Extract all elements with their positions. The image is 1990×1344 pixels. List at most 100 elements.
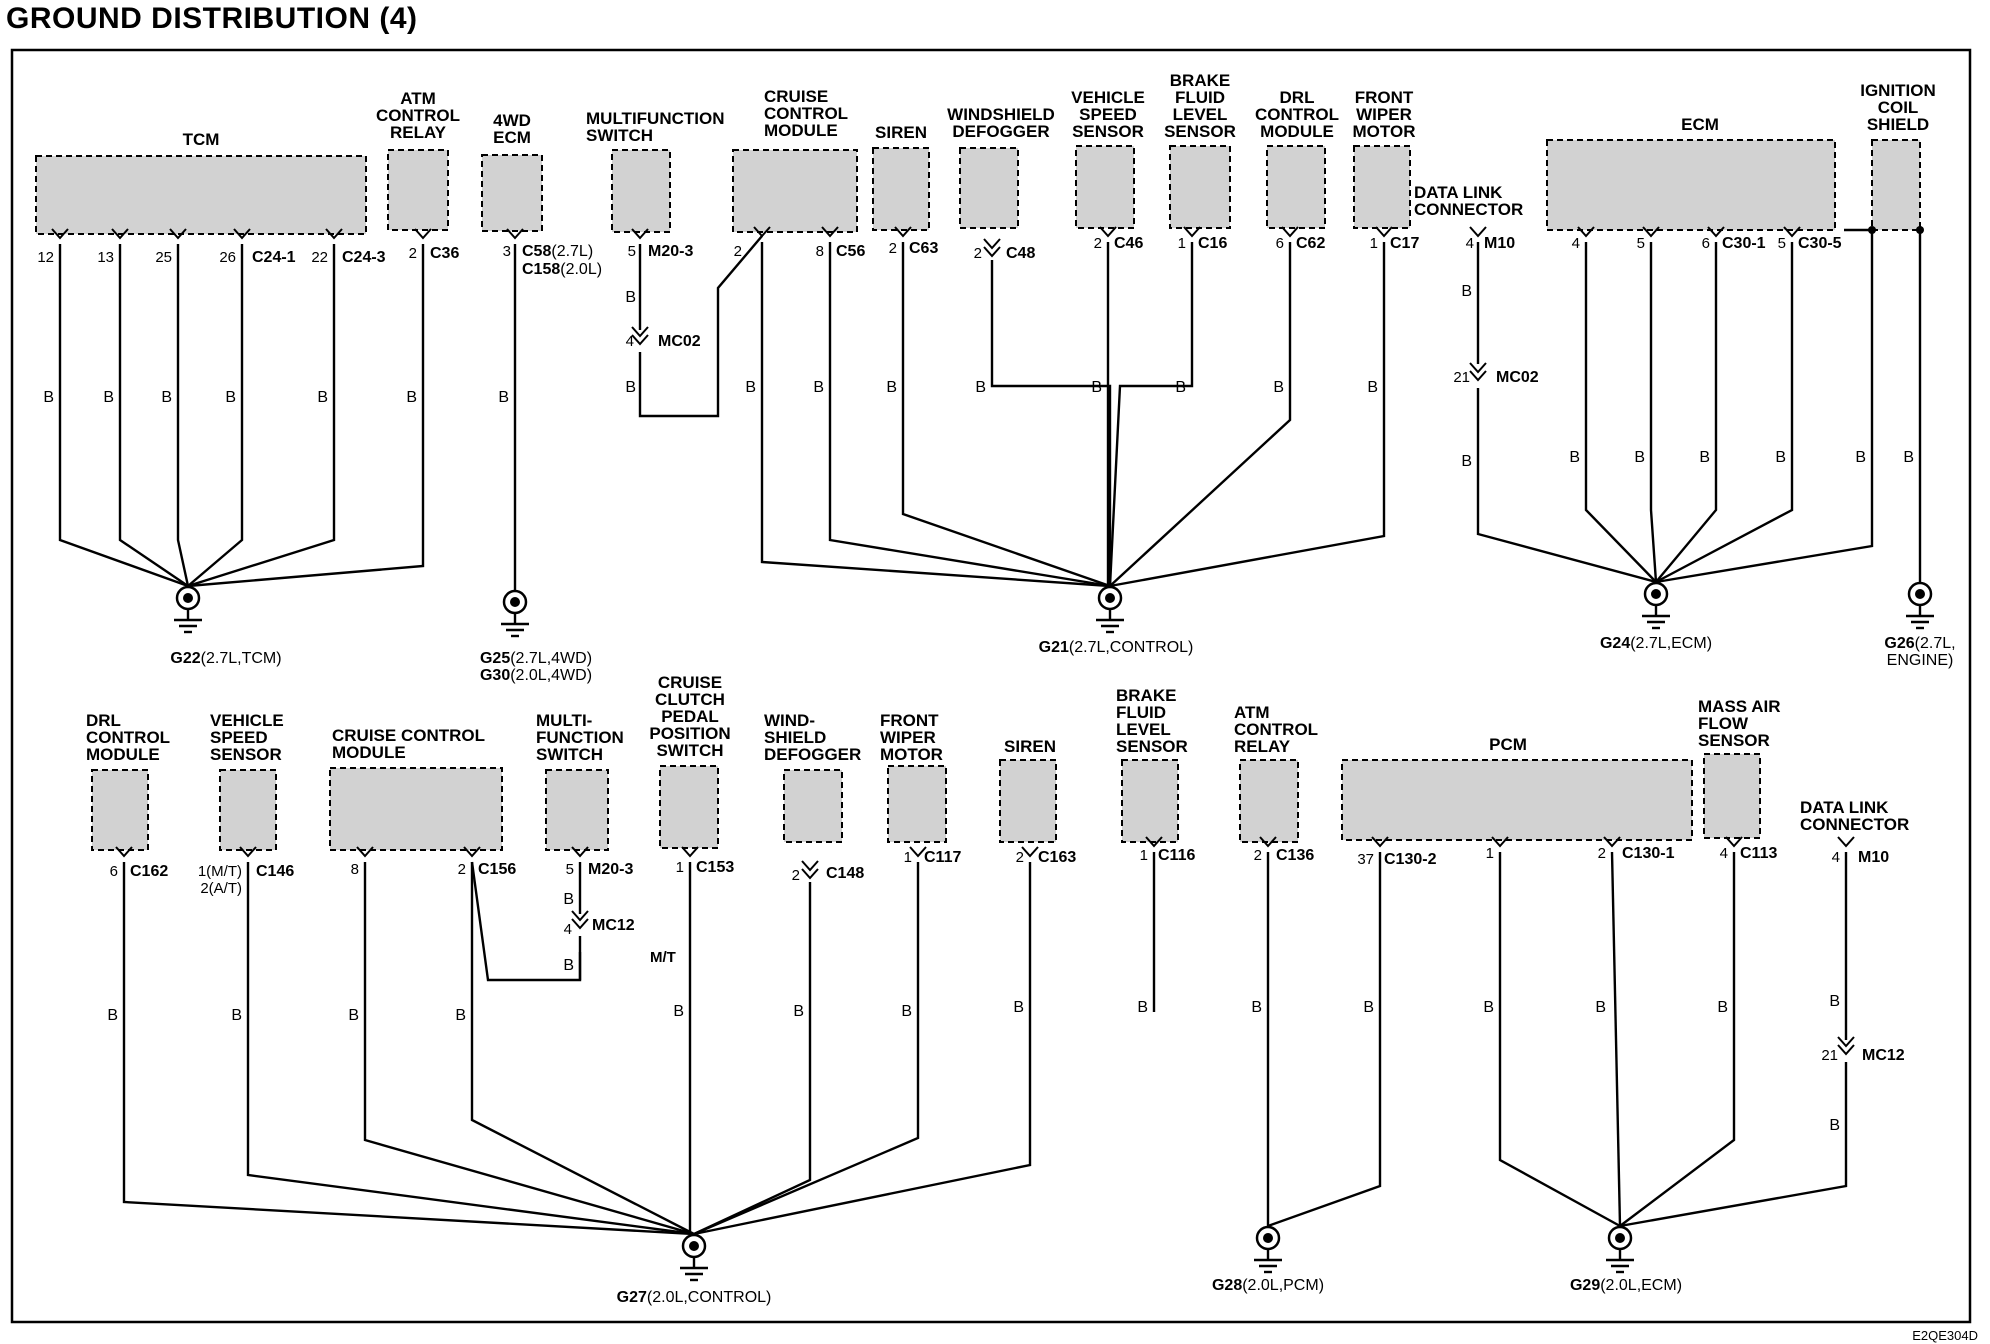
pin-arrow [894,226,912,238]
pin-p-mfsb-5: 5 [566,861,574,878]
pin-p-ccm-2: 2 [734,243,742,260]
pin-p-fwmb-1: 1 [904,849,912,866]
pin-arrow [1491,836,1509,848]
wire-color-label: B [1699,449,1710,466]
connector-c17: C17 [1390,235,1419,252]
ground-wire [901,242,1111,588]
ground-dot [1105,593,1115,603]
pin-p-atmb-2: 2 [1254,847,1262,864]
wire-color-label: B [1717,999,1728,1016]
ground-dot [1651,589,1661,599]
wire-color-label: B [1775,449,1786,466]
pin-arrow [414,228,432,240]
ground-wire [1619,1062,1848,1228]
wire-color-label: B [1483,999,1494,1016]
pin-arrow [239,846,257,858]
wire-color-label: B [1461,453,1472,470]
wire-color-label: B [231,1007,242,1024]
connector-c117: C117 [924,849,961,866]
connector-m10-top: M10 [1484,235,1515,252]
pin-arrow [1375,226,1393,238]
pin-p-ccmb-8: 8 [351,861,359,878]
wire-color-label: B [1367,379,1378,396]
ground-wire [246,862,695,1236]
pin-p-mc02-4: 4 [626,333,634,350]
pin-p-ecm-5b: 5 [1778,235,1786,252]
pin-p-mc02-21: 21 [1453,369,1470,386]
pin-arrow [801,860,819,872]
pin-arrow [1642,226,1660,238]
wire-color-label: B [1137,999,1148,1016]
connector-c58: C58(2.7L) [522,243,593,260]
pin-arrow [1145,836,1163,848]
pin-arrow [1021,846,1039,858]
pin-arrow [1469,226,1487,238]
pin-p-drlb-6: 6 [110,863,118,880]
ground-wire [1655,242,1718,583]
connector-c30-5: C30-5 [1798,235,1842,252]
wire-color-label: B [745,379,756,396]
ground-wire [1109,242,1292,587]
pin-p-wsdb-2: 2 [792,867,800,884]
siren-top-label: SIREN [875,123,927,142]
ground-wire [122,862,695,1236]
pin-arrow [801,868,819,880]
pin-arrow [571,846,589,858]
connector-c146: C146 [256,863,294,880]
g27-label: G27(2.0L,CONTROL) [617,1289,772,1306]
wire-color-label: B [161,389,172,406]
drl-top-box [1266,145,1326,229]
pin-p-pcm-1: 1 [1486,845,1494,862]
wire-color-label: B [1091,379,1102,396]
pin-p-pcm-37: 37 [1357,851,1374,868]
ground-wire [760,242,1111,588]
ground-wire [363,862,695,1236]
ground-wire [1109,242,1386,588]
diagram-frame [10,48,1972,1324]
g24-label: G24(2.7L,ECM) [1600,635,1712,652]
wire-color-label: B [1363,999,1374,1016]
pin-p-vssb-1: 1(M/T) [198,863,242,880]
pin-arrow [169,228,187,240]
ground-dot [1263,1233,1273,1243]
tcm-box [35,155,367,235]
pin-arrow [1783,226,1801,238]
ground-wire [470,862,695,1236]
ground-wire [118,244,189,587]
connector-mc02-dlc: MC02 [1496,369,1539,386]
g21-label: G21(2.7L,CONTROL) [1039,639,1194,656]
wire-color-label: B [1829,1117,1840,1134]
pin-p-maf-4: 4 [1720,845,1728,862]
ground-dot [1615,1233,1625,1243]
connector-c130-1: C130-1 [1622,845,1675,862]
pin-arrow [111,228,129,240]
pin-p-ccpps-1: 1 [676,859,684,876]
ground-wire [187,244,425,588]
wire-color-label: B [793,1003,804,1020]
wire-color-label: B [43,389,54,406]
pin-arrow [1183,226,1201,238]
connector-c130-2: C130-2 [1384,851,1437,868]
pin-p-bflb-1: 1 [1140,847,1148,864]
wire-color-label: B [886,379,897,396]
pcm-box [1341,759,1693,841]
pin-arrow [1725,836,1743,848]
connector-c136: C136 [1276,847,1314,864]
wire-color-label: B [563,957,574,974]
page-title: GROUND DISTRIBUTION (4) [6,2,418,35]
pin-p-ccmb-2: 2 [458,861,466,878]
mfs-bot-box [545,769,609,851]
ics-box [1871,139,1921,231]
pin-p-ecm-6: 6 [1702,235,1710,252]
